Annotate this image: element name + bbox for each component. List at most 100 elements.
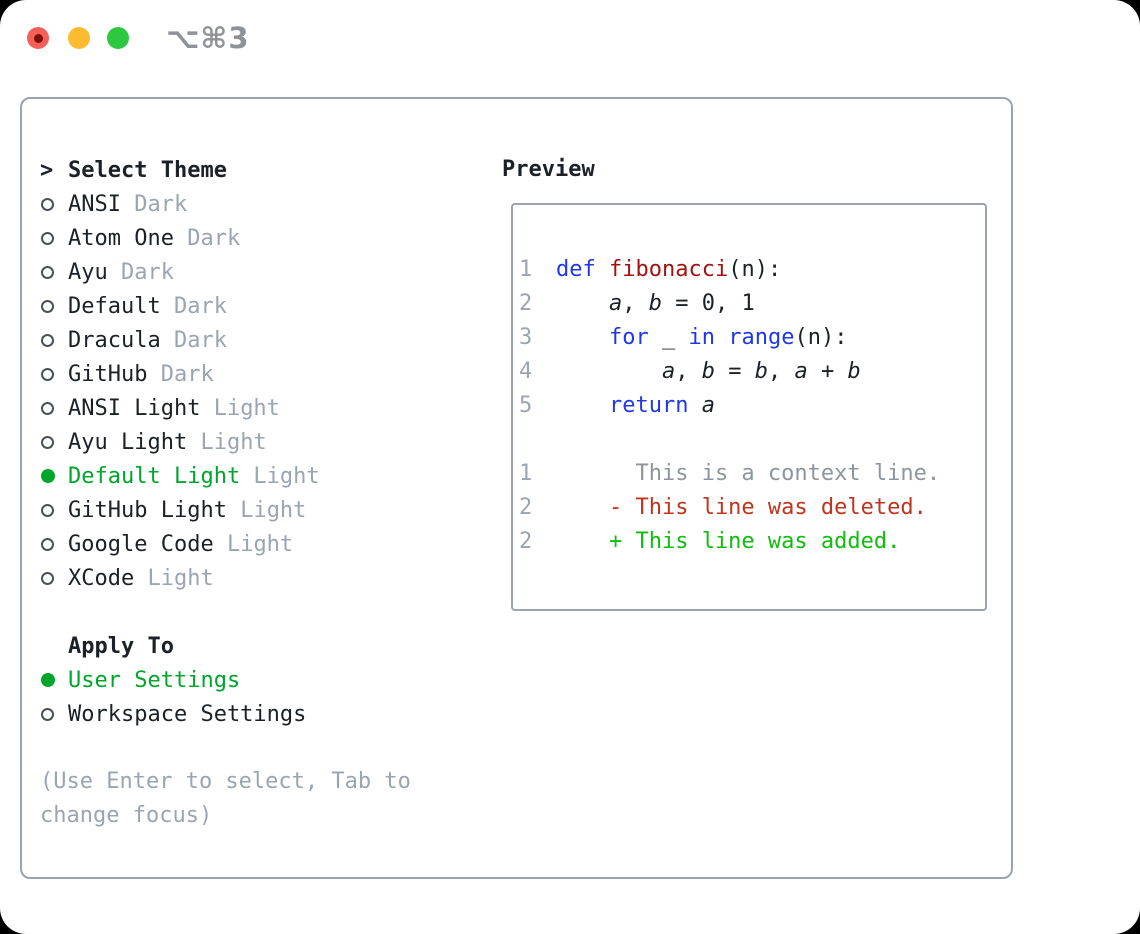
preview-title: Preview — [502, 157, 595, 182]
radio-marker — [40, 469, 68, 483]
radio-unselected-icon — [41, 333, 54, 347]
apply-to-option[interactable]: User Settings — [40, 663, 480, 697]
theme-option[interactable]: XCode Light — [40, 561, 480, 595]
apply-to-option-label: User Settings — [68, 667, 241, 693]
code-token-plain: = 0, 1 — [661, 291, 755, 316]
line-number: 2 — [519, 291, 533, 316]
preview-line: 3 for _ in range(n): — [513, 321, 985, 355]
code-token-var: b — [648, 291, 662, 316]
titlebar: ⌥⌘3 — [0, 0, 1140, 76]
code-token-plain — [556, 359, 662, 384]
radio-unselected-icon — [41, 707, 54, 721]
code-token-plain — [556, 291, 609, 316]
radio-selected-icon — [41, 673, 55, 687]
code-token-kw: range — [728, 325, 795, 350]
zoom-button[interactable] — [107, 27, 129, 49]
code-token-del: - This line was deleted. — [556, 495, 927, 520]
code-token-kw: return — [608, 393, 689, 418]
radio-unselected-icon — [41, 503, 54, 517]
radio-marker — [40, 673, 68, 687]
theme-option[interactable]: Default Light Light — [40, 459, 480, 493]
line-number: 1 — [519, 461, 533, 486]
code-token-add: + This line was added. — [556, 529, 901, 554]
radio-unselected-icon — [41, 401, 54, 415]
minimize-button[interactable] — [68, 27, 90, 49]
code-token-plain — [688, 393, 701, 418]
code-token-var: a — [661, 359, 676, 384]
theme-option-label: Default Light — [68, 463, 241, 489]
theme-option[interactable]: Atom One Dark — [40, 221, 480, 255]
theme-variant-tag: Dark — [160, 293, 227, 319]
apply-to-option[interactable]: Workspace Settings — [40, 697, 480, 731]
theme-option[interactable]: Google Code Light — [40, 527, 480, 561]
theme-variant-tag: Light — [226, 497, 307, 523]
line-number: 5 — [519, 393, 533, 418]
theme-variant-tag: Dark — [160, 327, 227, 353]
theme-option-label: Ayu Light — [68, 429, 188, 455]
code-token-fn: fibonacci — [609, 257, 729, 282]
theme-option[interactable]: Dracula Dark — [40, 323, 480, 357]
apply-to-title: Apply To — [68, 633, 174, 659]
code-token-plain: , — [767, 359, 795, 384]
code-token-var: a — [794, 359, 808, 384]
radio-marker — [40, 231, 68, 245]
radio-marker — [40, 197, 68, 211]
theme-option-label: GitHub — [68, 361, 148, 387]
code-token-var: b — [701, 359, 715, 384]
preview-line: 5 return a — [513, 389, 985, 423]
code-token-plain — [556, 325, 609, 350]
code-token-plain: (n): — [794, 325, 848, 350]
help-text-line-1: (Use Enter to select, Tab to — [40, 769, 411, 794]
theme-option-label: XCode — [68, 565, 135, 591]
code-token-var: b — [754, 359, 768, 384]
help-text-line-2: change focus) — [40, 803, 213, 828]
close-button[interactable] — [27, 27, 49, 49]
radio-unselected-icon — [41, 571, 54, 585]
theme-option-label: ANSI Light — [68, 395, 201, 421]
window-title-shortcut: ⌥⌘3 — [166, 21, 250, 55]
theme-option[interactable]: ANSI Light Light — [40, 391, 480, 425]
line-number: 1 — [519, 257, 533, 282]
line-number: 2 — [519, 529, 533, 554]
code-token-var: b — [847, 359, 861, 384]
theme-option[interactable]: GitHub Light Light — [40, 493, 480, 527]
code-token-plain: + — [807, 359, 848, 384]
line-number: 4 — [519, 359, 533, 384]
code-token-plain — [556, 393, 609, 418]
apply-to-header: Apply To — [40, 629, 480, 663]
theme-option[interactable]: Default Dark — [40, 289, 480, 323]
code-token-kw: in — [688, 325, 715, 350]
radio-marker — [40, 503, 68, 517]
preview-line: 1 This is a context line. — [513, 457, 985, 491]
radio-marker — [40, 265, 68, 279]
radio-unselected-icon — [41, 231, 54, 245]
theme-variant-tag: Dark — [173, 225, 241, 251]
code-token-ctx: This is a context line. — [556, 461, 941, 486]
theme-option-label: Dracula — [68, 327, 161, 353]
code-token-plain — [715, 325, 728, 350]
code-token-plain: = — [714, 359, 755, 384]
spacer — [40, 595, 480, 629]
radio-marker — [40, 435, 68, 449]
theme-variant-tag: Dark — [107, 259, 174, 285]
theme-option[interactable]: ANSI Dark — [40, 187, 480, 221]
theme-option[interactable]: Ayu Dark — [40, 255, 480, 289]
theme-option-label: Google Code — [68, 531, 214, 557]
theme-variant-tag: Light — [187, 429, 267, 455]
theme-variant-tag: Dark — [147, 361, 214, 387]
code-token-plain: , — [675, 359, 702, 384]
code-token-var: a — [701, 393, 715, 418]
theme-option[interactable]: GitHub Dark — [40, 357, 480, 391]
theme-option[interactable]: Ayu Light Light — [40, 425, 480, 459]
radio-unselected-icon — [41, 537, 54, 551]
apply-to-option-label: Workspace Settings — [68, 701, 307, 727]
theme-option-label: Ayu — [68, 259, 108, 285]
radio-selected-icon — [41, 469, 55, 483]
theme-option-label: ANSI — [68, 191, 121, 217]
theme-variant-tag: Light — [200, 395, 280, 421]
theme-variant-tag: Light — [240, 463, 320, 489]
